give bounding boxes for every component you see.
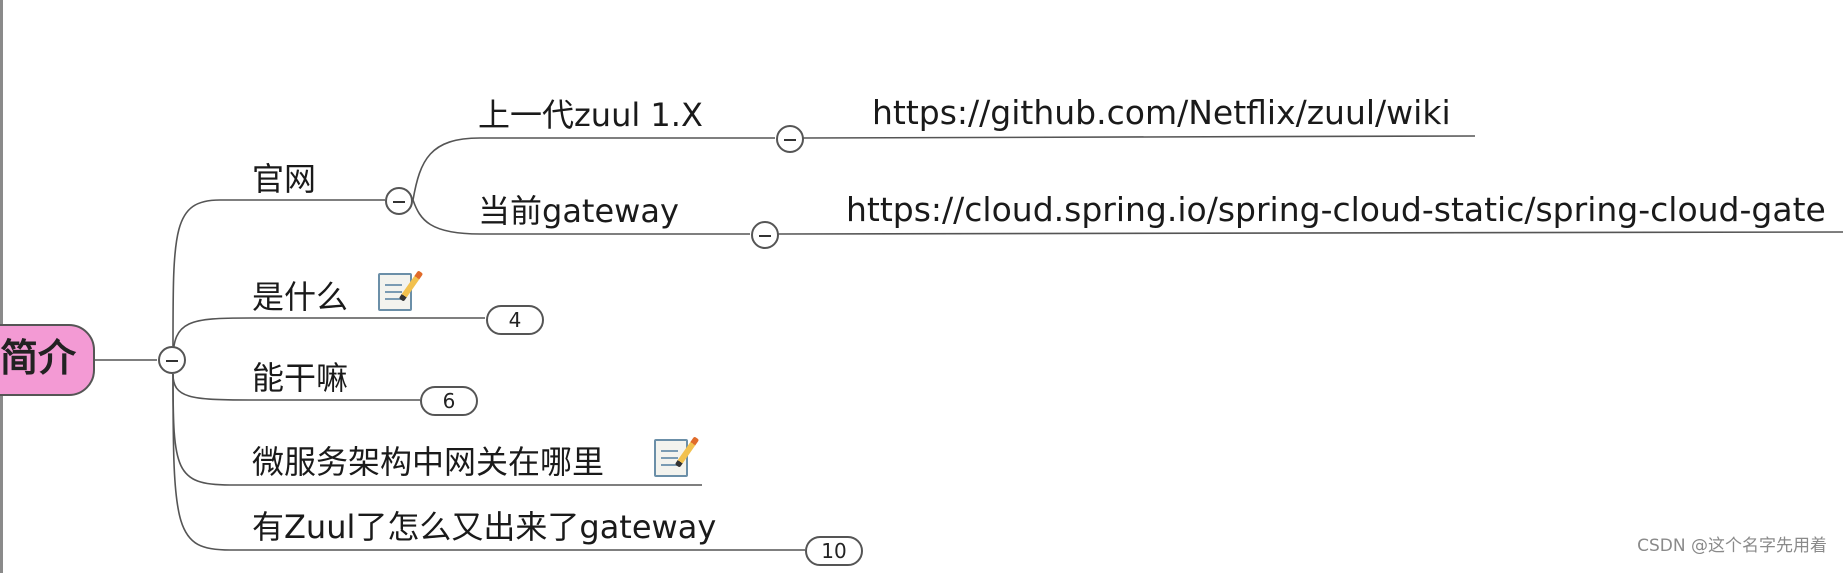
csdn-watermark: CSDN @这个名字先用着 [1637, 536, 1827, 556]
connector-zuul1-url [802, 135, 1476, 139]
link-spring-cloud-gateway[interactable]: https://cloud.spring.io/spring-cloud-sta… [846, 190, 1826, 229]
connector-zuul-gateway [172, 373, 805, 551]
collapse-toggle-root[interactable] [158, 346, 186, 374]
branch-label-shishenme[interactable]: 是什么 [252, 278, 349, 316]
branch-label-weifuwu[interactable]: 微服务架构中网关在哪里 [252, 443, 605, 481]
collapsed-count-badge-shishenme[interactable]: 4 [486, 305, 544, 335]
connector-shishenme [172, 317, 485, 361]
note-pencil-icon[interactable] [378, 270, 424, 311]
collapsed-count-badge-zuul-gateway[interactable]: 10 [805, 536, 863, 566]
collapsed-count-badge-nenggansha[interactable]: 6 [420, 386, 478, 416]
collapse-toggle-current-gateway[interactable] [751, 221, 779, 249]
branch-label-current-gateway[interactable]: 当前gateway [478, 192, 679, 230]
root-node[interactable] [0, 324, 95, 396]
connector-gateway-url [777, 231, 1843, 235]
collapse-toggle-zuul1[interactable] [776, 125, 804, 153]
link-zuul1-wiki[interactable]: https://github.com/Netflix/zuul/wiki [872, 93, 1451, 132]
root-node-label: 简介 [0, 336, 77, 380]
branch-label-zuul-gateway[interactable]: 有Zuul了怎么又出来了gateway [252, 508, 717, 546]
note-pencil-icon[interactable] [654, 436, 700, 477]
connector-current-gateway [412, 199, 750, 235]
connector-zuul1 [412, 137, 775, 201]
branch-label-guanwang[interactable]: 官网 [252, 160, 317, 198]
collapse-toggle-guanwang[interactable] [385, 187, 413, 215]
branch-label-nenggansha[interactable]: 能干嘛 [252, 359, 349, 397]
branch-label-zuul1[interactable]: 上一代zuul 1.X [478, 96, 703, 134]
connector-guanwang [172, 199, 385, 347]
window-left-edge [0, 0, 3, 573]
connector-nenggansha [172, 373, 420, 401]
